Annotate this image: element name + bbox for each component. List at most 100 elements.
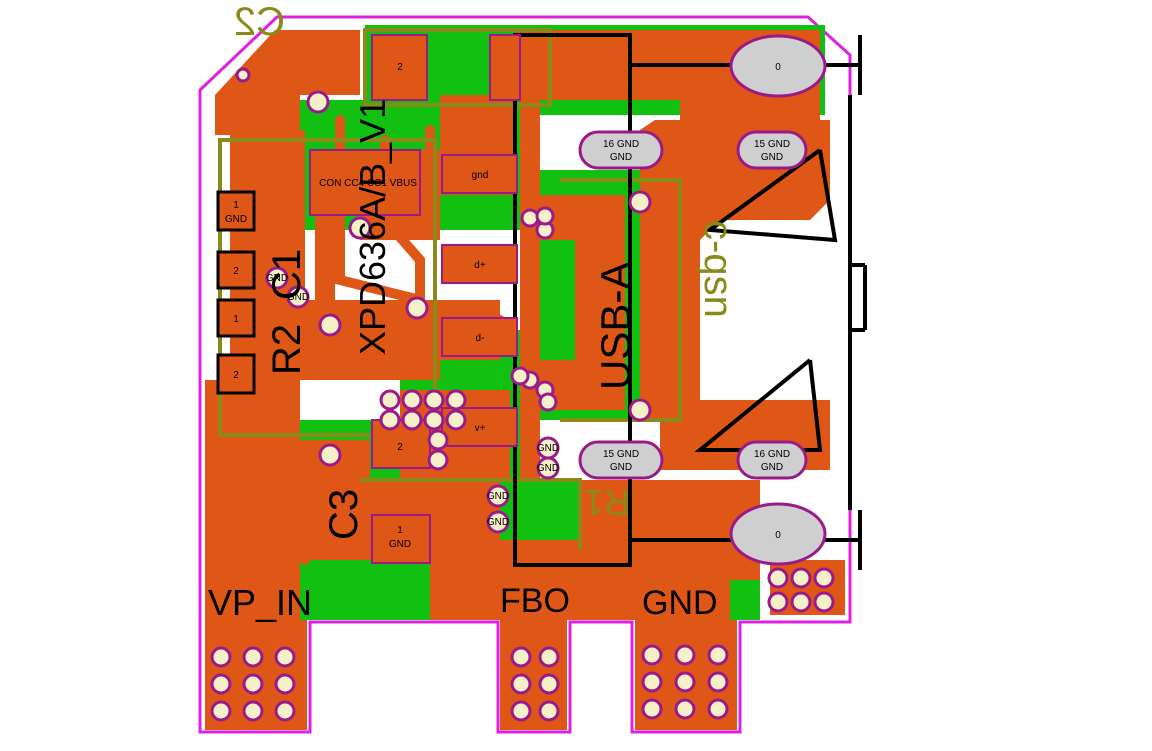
svg-text:1: 1 — [233, 314, 239, 325]
via — [318, 443, 342, 467]
via — [538, 673, 560, 695]
via — [510, 646, 532, 668]
via — [210, 646, 232, 668]
label-vp-in: VP_IN — [208, 582, 312, 623]
label-fbo: FBO — [500, 582, 570, 620]
svg-text:15 GND: 15 GND — [603, 449, 639, 460]
label-r2: R2 — [265, 324, 309, 375]
via — [641, 671, 663, 693]
via — [641, 644, 663, 666]
via — [401, 409, 423, 431]
via — [210, 673, 232, 695]
svg-text:2: 2 — [233, 266, 239, 277]
via — [379, 409, 401, 431]
via — [510, 673, 532, 695]
via — [707, 644, 729, 666]
via — [274, 700, 296, 722]
svg-text:1: 1 — [397, 525, 403, 536]
via — [674, 698, 696, 720]
c3-pads: 2 1 GND — [371, 419, 431, 564]
via-gnd-label: GND — [487, 491, 509, 502]
label-gnd: GND — [642, 584, 718, 622]
via — [767, 591, 789, 613]
svg-text:16 GND: 16 GND — [603, 139, 639, 150]
via — [423, 389, 445, 411]
via — [510, 366, 530, 386]
svg-text:0: 0 — [775, 62, 781, 73]
via — [445, 409, 467, 431]
via — [767, 567, 789, 589]
via-gnd-label: GND — [537, 463, 559, 474]
via — [306, 90, 330, 114]
svg-text:gnd: gnd — [472, 170, 489, 181]
svg-text:0: 0 — [775, 530, 781, 541]
via — [405, 296, 429, 320]
label-usb-mirror: c-qsn — [696, 220, 740, 318]
via — [401, 389, 423, 411]
via — [274, 646, 296, 668]
via — [813, 567, 835, 589]
svg-text:1: 1 — [233, 200, 239, 211]
via — [379, 389, 401, 411]
via — [486, 484, 510, 508]
via — [286, 285, 310, 309]
via — [274, 673, 296, 695]
via — [427, 449, 449, 471]
via — [242, 646, 264, 668]
via — [520, 208, 540, 228]
via — [348, 216, 372, 240]
ic-pads: gnd d+ d- v+ CON CC4 CC1 VBUS — [309, 149, 518, 447]
via — [265, 266, 289, 290]
via — [242, 673, 264, 695]
via — [674, 644, 696, 666]
via — [318, 313, 342, 337]
label-c1: C1 — [265, 249, 309, 300]
svg-text:GND: GND — [610, 462, 632, 473]
svg-text:d-: d- — [476, 333, 485, 344]
via — [628, 398, 652, 422]
via — [536, 456, 560, 480]
label-c3: C3 — [322, 489, 366, 540]
via — [427, 429, 449, 451]
vias: GND GND GND GND GND GND — [210, 67, 835, 722]
svg-text:GND: GND — [610, 152, 632, 163]
left-pads: 1 GND 2 1 2 — [216, 190, 256, 395]
svg-text:15 GND: 15 GND — [754, 139, 790, 150]
via — [510, 700, 532, 722]
svg-text:2: 2 — [397, 62, 403, 73]
svg-text:v+: v+ — [475, 423, 486, 434]
via — [641, 698, 663, 720]
silkscreen-labels: VP_IN FBO GND R2 C1 XPD636A/B_V1 USB-A C… — [208, 0, 740, 623]
svg-text:d+: d+ — [474, 260, 486, 271]
svg-text:2: 2 — [397, 442, 403, 453]
via-gnd-label: GND — [537, 443, 559, 454]
svg-text:GND: GND — [225, 214, 247, 225]
via — [790, 567, 812, 589]
via — [790, 591, 812, 613]
via — [235, 67, 251, 83]
label-ic: XPD636A/B_V1 — [352, 99, 393, 355]
svg-text:CON CC4 CC1 VBUS: CON CC4 CC1 VBUS — [319, 178, 417, 189]
via-gnd-label: GND — [487, 517, 509, 528]
svg-text:16 GND: 16 GND — [754, 449, 790, 460]
via — [242, 700, 264, 722]
via — [813, 591, 835, 613]
via — [538, 392, 558, 412]
via — [445, 389, 467, 411]
via — [535, 206, 555, 226]
via-gnd-label: GND — [266, 273, 288, 284]
svg-text:GND: GND — [389, 539, 411, 550]
label-c2: C2 — [234, 0, 285, 44]
via — [628, 190, 652, 214]
svg-text:2: 2 — [233, 370, 239, 381]
via — [674, 671, 696, 693]
via — [486, 510, 510, 534]
c2-pads: 2 — [371, 34, 521, 101]
label-usb-a: USB-A — [592, 262, 639, 390]
label-r1: R1 — [584, 482, 630, 523]
via — [210, 700, 232, 722]
via-gnd-label: GND — [287, 292, 309, 303]
via — [538, 700, 560, 722]
usb-pads: 0 0 16 GND GND 15 GND GND 15 GND GND 16 … — [578, 34, 827, 566]
